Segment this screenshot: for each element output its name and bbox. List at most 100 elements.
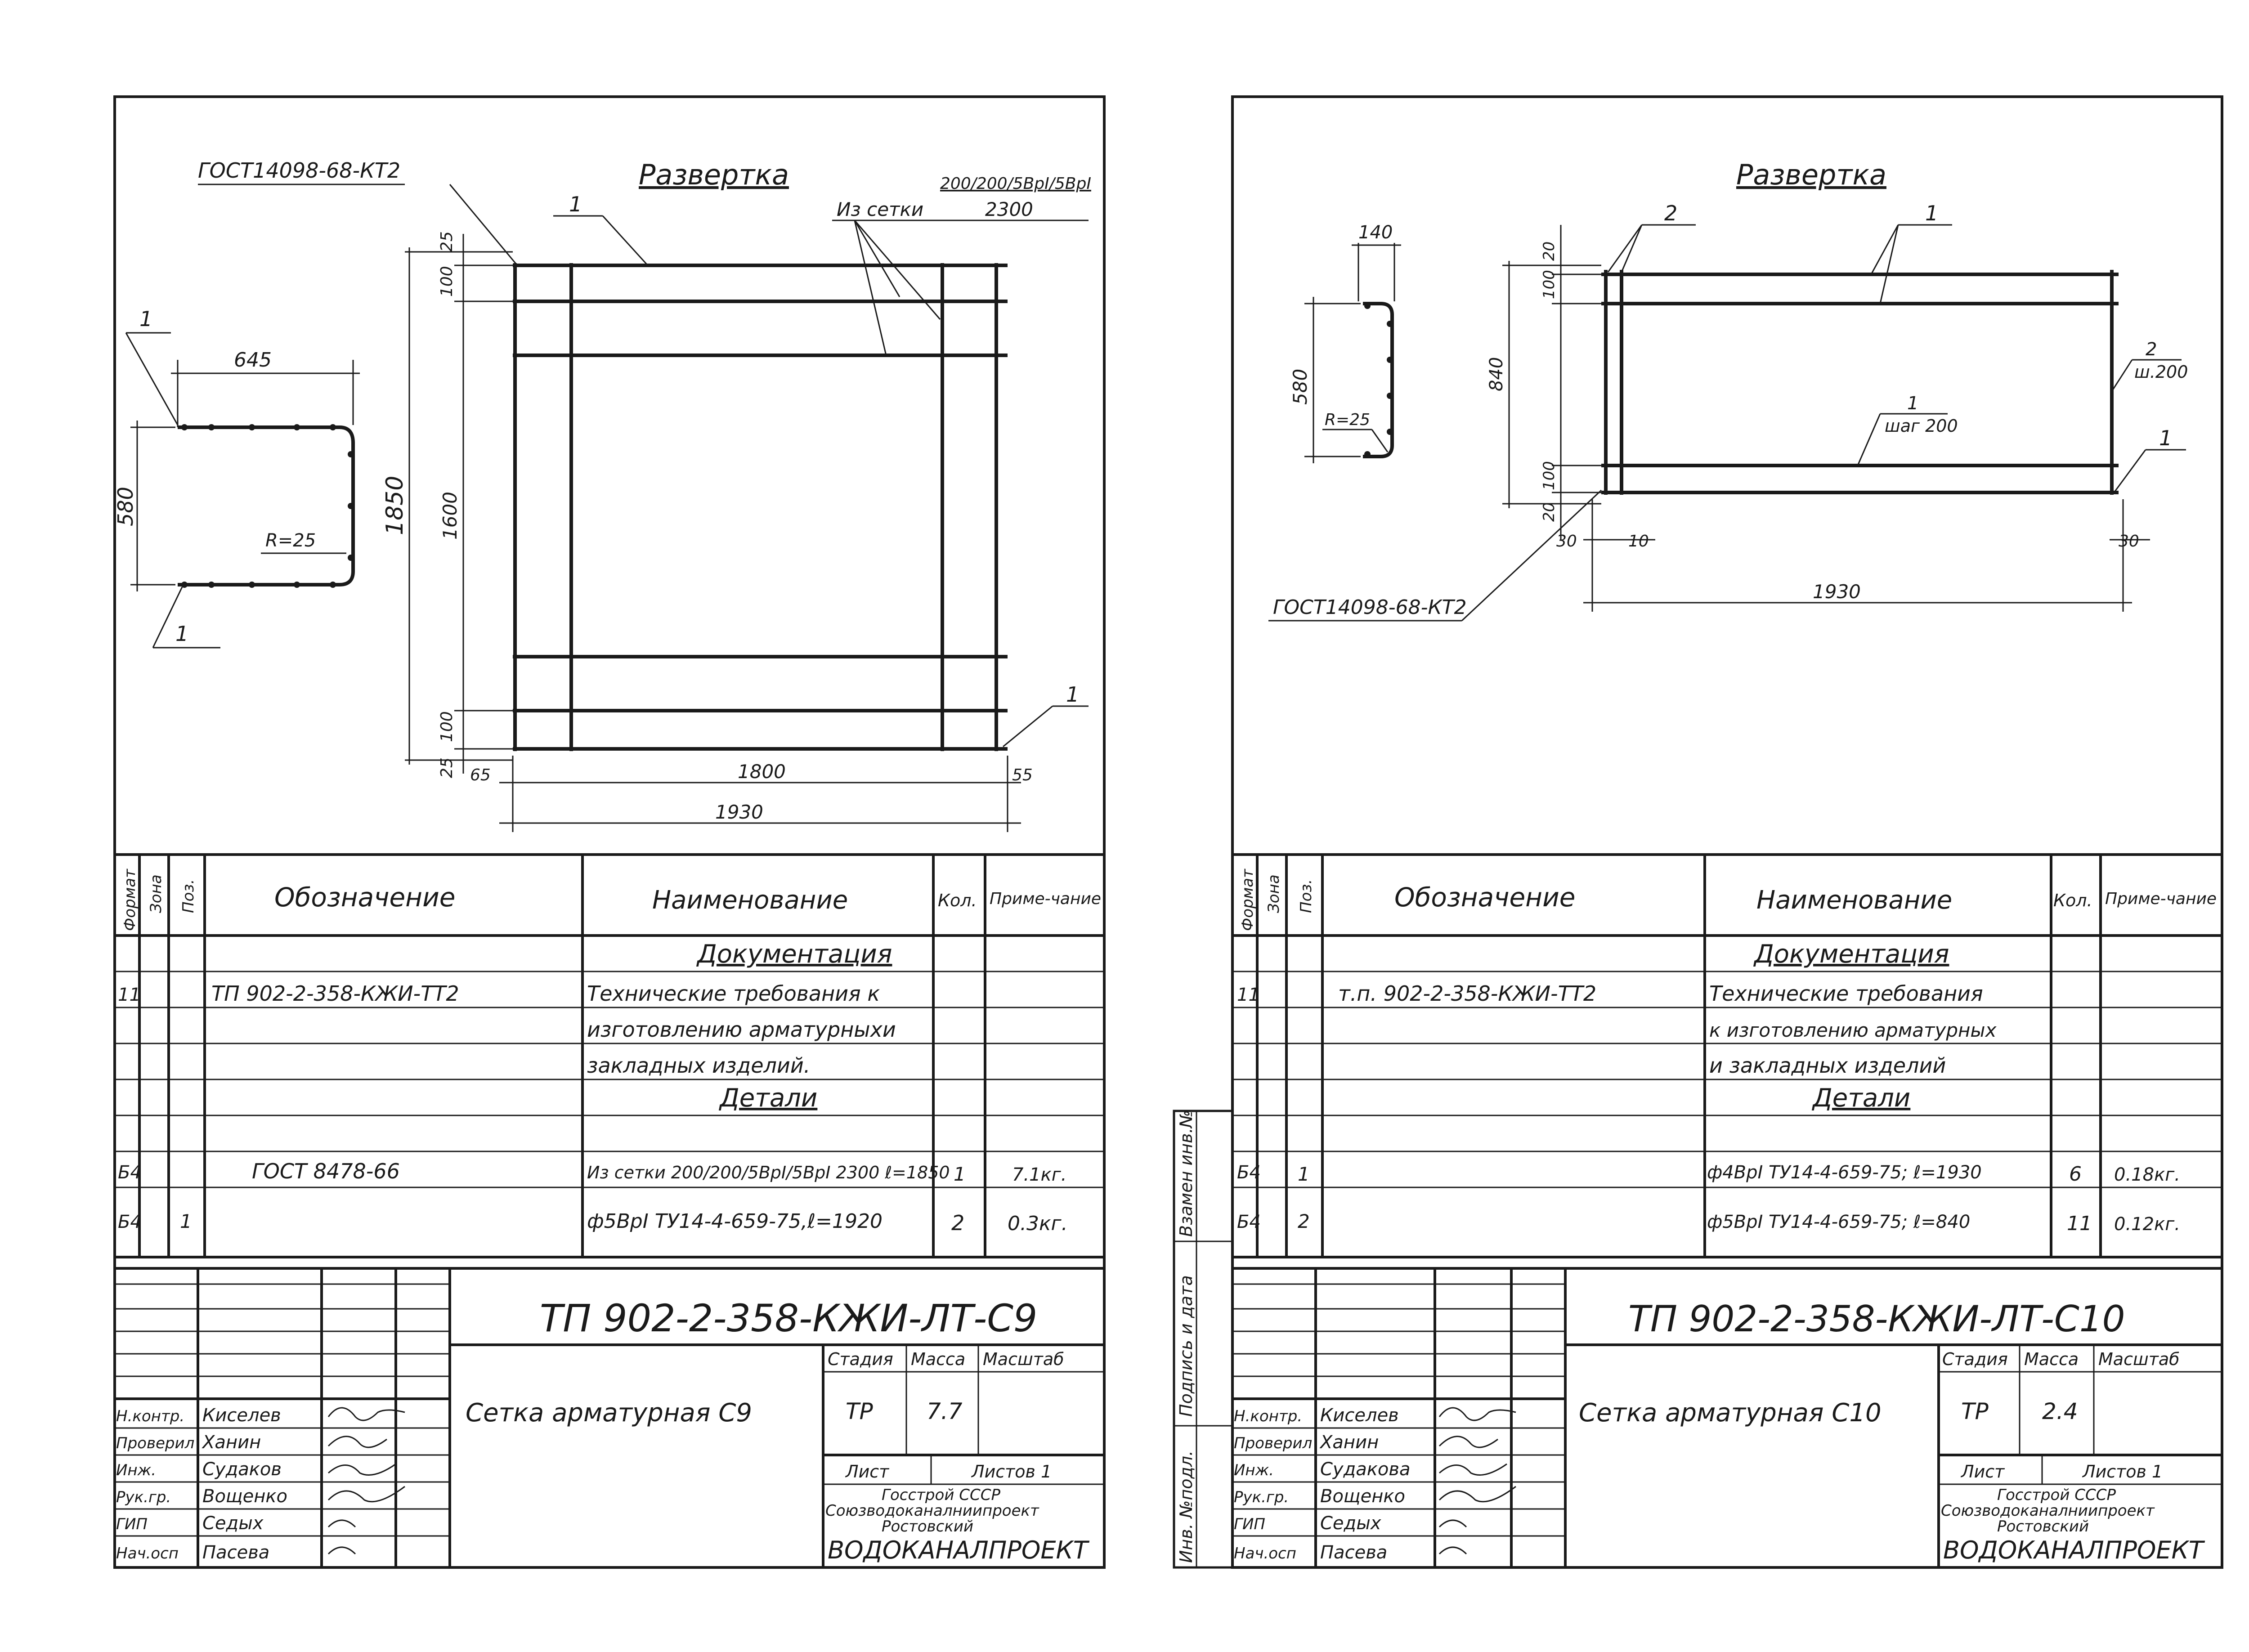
- dims-horizontal: [499, 756, 1021, 832]
- row4-note: 0.12кг.: [2114, 1214, 2180, 1235]
- hdr-designation: Обозначение: [1394, 882, 1575, 913]
- tb-sheets-label: Листов 1: [971, 1462, 1052, 1482]
- tb-col-scale: Масштаб: [2098, 1349, 2180, 1369]
- gost-mesh-label: ГОСТ14098-68-КТ2: [1273, 596, 1467, 619]
- role-0: Н.контр.: [116, 1407, 184, 1425]
- sheet-right: Инв. №подл. Подпись и дата Взамен инв.№ …: [1173, 95, 2223, 1569]
- row4-pos: 2: [1298, 1210, 1310, 1232]
- hdr-format: Формат: [121, 869, 139, 931]
- side-stamp-1: Подпись и дата: [1176, 1275, 1196, 1417]
- tb-org1: Госстрой СССР: [882, 1486, 1000, 1504]
- dim-edge: 100: [1540, 270, 1558, 299]
- dim-right: 55: [1012, 766, 1033, 784]
- row3-qty: 1: [954, 1163, 966, 1185]
- side-stamp-0: Инв. №подл.: [1176, 1451, 1196, 1563]
- role-5: Нач.осп: [1234, 1545, 1296, 1562]
- name-2: Судакова: [1320, 1459, 1411, 1480]
- dim-total-h: 1850: [381, 476, 408, 535]
- name-5: Пасева: [1320, 1542, 1387, 1563]
- row4-name: ф5ВрI ТУ14-4-659-75,ℓ=1920: [587, 1210, 883, 1233]
- row2-name: закладных изделий.: [587, 1053, 810, 1078]
- role-4: ГИП: [116, 1515, 148, 1533]
- tb-org2: Союзводоканалниипроект: [825, 1502, 1039, 1520]
- dim-total-w: 1930: [1813, 581, 1861, 603]
- row3-format: Б4: [118, 1162, 142, 1183]
- profile-width: 645: [234, 349, 272, 372]
- step-2-value: ш.200: [2134, 362, 2188, 382]
- dim-top: 25: [438, 231, 456, 252]
- hdr-zone: Зона: [147, 874, 165, 913]
- row3-qty: 6: [2069, 1163, 2082, 1186]
- name-0: Киселев: [1320, 1405, 1399, 1426]
- role-2: Инж.: [116, 1461, 156, 1479]
- tb-stage: ТР: [846, 1398, 874, 1424]
- pos-top-label: 1: [569, 192, 582, 216]
- row3-name: Из сетки 200/200/5ВрI/5ВрI 2300 ℓ=1850: [587, 1163, 950, 1182]
- name-4: Седых: [1320, 1513, 1381, 1534]
- drawing-title: Развертка: [1736, 158, 1886, 191]
- tb-sheet-label: Лист: [1960, 1462, 2005, 1482]
- role-1: Проверил: [1234, 1434, 1312, 1452]
- role-2: Инж.: [1234, 1461, 1274, 1479]
- dim-top: 20: [1540, 242, 1558, 261]
- sec-docs: Документация: [696, 940, 892, 969]
- profile-width: 140: [1358, 222, 1393, 243]
- name-3: Вощенко: [1320, 1486, 1405, 1507]
- sheet-left: Развертка ГОСТ14098-68-КТ2 200/200/5ВрI/…: [113, 95, 1106, 1569]
- dim-bottom: 25: [438, 757, 456, 778]
- hdr-qty: Кол.: [938, 891, 977, 910]
- title-block: [115, 1267, 1104, 1567]
- hdr-note: Приме-чание: [990, 890, 1101, 908]
- name-3: Вощенко: [202, 1486, 287, 1507]
- tb-org3: Ростовский: [1997, 1518, 2089, 1536]
- name-2: Судаков: [202, 1459, 282, 1480]
- pos-2-label: 2: [1664, 201, 1677, 225]
- row0-format: 11: [118, 985, 141, 1005]
- row0-name: Технические требования: [1709, 981, 1983, 1006]
- side-stamp: [1173, 1110, 1234, 1569]
- hdr-name: Наименование: [652, 886, 848, 915]
- hdr-name: Наименование: [1756, 886, 1952, 915]
- signatures: [327, 1407, 405, 1555]
- tb-sheet-label: Лист: [845, 1462, 890, 1482]
- row4-format: Б4: [118, 1212, 142, 1232]
- row4-qty: 11: [2067, 1212, 2092, 1235]
- step-1-label: 1: [1907, 393, 1918, 414]
- side-stamp-2: Взамен инв.№: [1176, 1110, 1196, 1237]
- role-4: ГИП: [1234, 1515, 1265, 1533]
- dim-left: 30: [1556, 532, 1577, 551]
- row3-note: 7.1кг.: [1012, 1164, 1067, 1185]
- role-1: Проверил: [116, 1434, 194, 1452]
- sheet-frame: [113, 95, 1106, 1569]
- tb-col-stage: Стадия: [1942, 1349, 2008, 1369]
- dim-left2: 10: [1628, 532, 1649, 551]
- hdr-format: Формат: [1239, 869, 1257, 931]
- tb-col-mass: Масса: [2024, 1349, 2079, 1369]
- dim-middle: 1600: [439, 492, 461, 540]
- sec-details: Детали: [1811, 1083, 1910, 1113]
- profile-pos-a: 1: [139, 307, 152, 331]
- profile-radius: R=25: [1325, 411, 1370, 429]
- name-4: Седых: [202, 1513, 264, 1534]
- mesh-development: [513, 263, 1008, 751]
- tb-mass: 7.7: [927, 1398, 963, 1424]
- tb-item-name: Сетка арматурная С10: [1579, 1398, 1882, 1428]
- pos-1-label: 1: [1925, 201, 1938, 225]
- name-0: Киселев: [202, 1405, 281, 1426]
- tb-col-scale: Масштаб: [983, 1349, 1064, 1369]
- dim-edge: 100: [438, 266, 456, 297]
- row0-name: Технические требования к: [587, 981, 880, 1006]
- row0-format: 11: [1237, 985, 1260, 1005]
- tb-col-mass: Масса: [911, 1349, 965, 1369]
- row1-name: изготовлению арматурныхи: [587, 1017, 896, 1042]
- spec-table: [1232, 853, 2222, 1258]
- dim-edge-b: 100: [1540, 461, 1558, 490]
- row2-name: и закладных изделий: [1709, 1053, 1946, 1078]
- mesh-development: [1601, 270, 2119, 495]
- row3-name: ф4ВрI ТУ14-4-659-75; ℓ=1930: [1707, 1162, 1982, 1183]
- hdr-designation: Обозначение: [274, 882, 455, 913]
- profile-pos-b: 1: [175, 622, 188, 646]
- tb-col-stage: Стадия: [828, 1349, 893, 1369]
- row4-format: Б4: [1237, 1212, 1261, 1232]
- row0-designation: т.п. 902-2-358-КЖИ-ТТ2: [1338, 981, 1596, 1006]
